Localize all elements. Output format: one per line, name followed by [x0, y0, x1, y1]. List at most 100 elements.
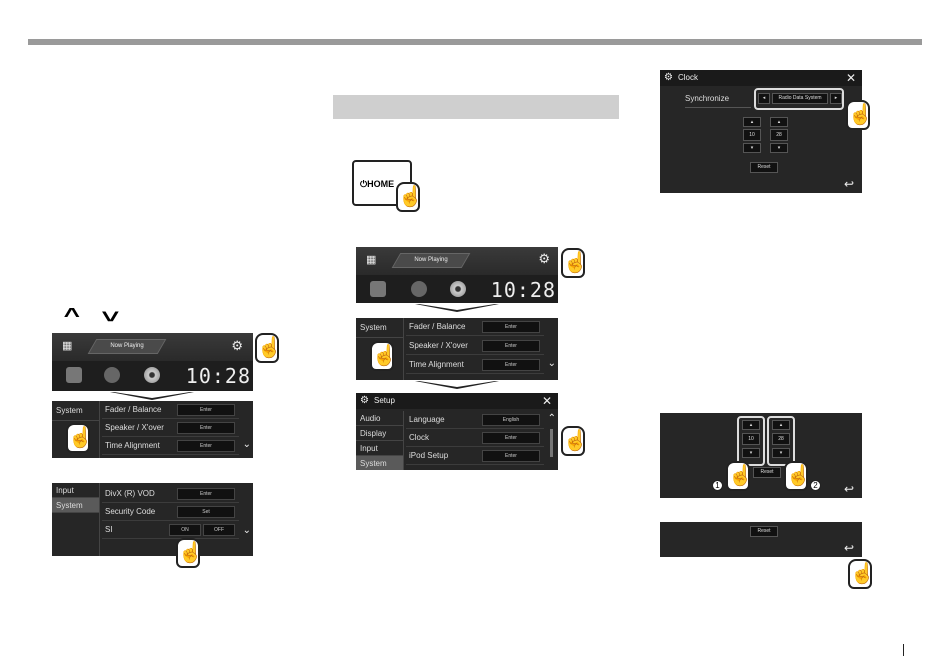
- row-label: Time Alignment: [105, 441, 160, 450]
- side-item-system[interactable]: System: [356, 456, 403, 470]
- back-arrow-icon[interactable]: ↩: [843, 177, 854, 191]
- minute-down-button[interactable]: ▾: [772, 448, 790, 458]
- home-screen: ▦ Now Playing ⚙ 10:28: [356, 247, 558, 303]
- minute-value: 28: [772, 433, 790, 445]
- clock-title: Clock: [678, 73, 699, 82]
- hand-pointer-icon: ☝: [846, 100, 873, 130]
- apps-grid-icon[interactable]: ▦: [62, 340, 73, 352]
- hour-value: 10: [743, 129, 761, 141]
- enter-button[interactable]: Enter: [177, 422, 235, 434]
- minute-value: 28: [770, 129, 788, 141]
- chevron-up-icon[interactable]: ⌃: [547, 413, 556, 424]
- power-icon: ⏻: [360, 179, 368, 189]
- row-label: SI: [105, 525, 113, 534]
- chevron-down-icon[interactable]: ⌄: [242, 439, 251, 450]
- ipod-enter-button[interactable]: Enter: [482, 450, 540, 462]
- chevron-down-icon[interactable]: ⌄: [547, 358, 556, 369]
- language-button[interactable]: English: [482, 414, 540, 426]
- hand-pointer-icon: ☝: [561, 248, 588, 278]
- settings-gear-icon[interactable]: ⚙: [538, 251, 550, 266]
- enter-button[interactable]: Enter: [177, 404, 235, 416]
- enter-button[interactable]: Enter: [482, 340, 540, 352]
- set-button[interactable]: Set: [177, 506, 235, 518]
- row-label: Speaker / X'over: [105, 423, 164, 432]
- side-item-input[interactable]: Input: [52, 483, 99, 498]
- arrow-down-icon: [110, 392, 194, 400]
- clock-enter-button[interactable]: Enter: [482, 432, 540, 444]
- hour-down-button[interactable]: ▾: [743, 143, 761, 153]
- hour-up-button[interactable]: ▴: [743, 117, 761, 127]
- clock-return-screen: Reset ↩: [660, 522, 862, 557]
- spotify-icon[interactable]: [411, 281, 427, 297]
- hand-pointer-icon: ☝: [255, 333, 282, 363]
- reset-button[interactable]: Reset: [750, 162, 778, 173]
- enter-button[interactable]: Enter: [177, 440, 235, 452]
- home-label: HOME: [367, 179, 395, 189]
- row-label: Fader / Balance: [409, 322, 466, 331]
- down-arrow-icon: ^: [101, 301, 120, 326]
- prev-option-button[interactable]: ◂: [758, 93, 770, 104]
- minute-down-button[interactable]: ▾: [770, 143, 788, 153]
- disc-icon[interactable]: [144, 367, 160, 383]
- minute-up-button[interactable]: ▴: [770, 117, 788, 127]
- hand-pointer-icon: ☝: [66, 423, 93, 453]
- hour-value: 10: [742, 433, 760, 445]
- enter-button[interactable]: Enter: [177, 488, 235, 500]
- gear-icon: ⚙: [360, 395, 369, 406]
- on-button[interactable]: ON: [169, 524, 201, 536]
- side-item-audio[interactable]: Audio: [356, 411, 403, 426]
- row-label: Time Alignment: [409, 360, 464, 369]
- header-rule: [28, 39, 922, 45]
- reset-button[interactable]: Reset: [750, 526, 778, 537]
- row-label: Speaker / X'over: [409, 341, 468, 350]
- highlight-frame: [767, 416, 795, 466]
- side-item-display[interactable]: Display: [356, 426, 403, 441]
- apps-grid-icon[interactable]: ▦: [366, 254, 377, 266]
- hand-pointer-icon: ☝: [176, 538, 203, 568]
- hour-down-button[interactable]: ▾: [742, 448, 760, 458]
- back-arrow-icon[interactable]: ↩: [843, 541, 854, 555]
- row-label: DivX (R) VOD: [105, 489, 155, 498]
- scrollbar[interactable]: [550, 429, 553, 457]
- enter-button[interactable]: Enter: [482, 359, 540, 371]
- setup-screen: ⚙Setup ✕ Audio Display Input System Lang…: [356, 393, 558, 470]
- off-button[interactable]: OFF: [203, 524, 235, 536]
- now-playing-tab[interactable]: Now Playing: [391, 253, 471, 268]
- arrow-down-icon: [415, 381, 499, 389]
- clock-screen: ⚙Clock ✕ Synchronize ◂ Radio Data System…: [660, 70, 862, 193]
- row-label: Clock: [409, 433, 430, 442]
- chevron-down-icon[interactable]: ⌄: [242, 525, 251, 536]
- highlight-frame: [737, 416, 765, 466]
- reset-button[interactable]: Reset: [753, 467, 781, 478]
- page-marker: [903, 644, 904, 656]
- android-icon[interactable]: [370, 281, 386, 297]
- spotify-icon[interactable]: [104, 367, 120, 383]
- now-playing-tab[interactable]: Now Playing: [87, 339, 167, 354]
- side-item-input[interactable]: Input: [356, 441, 403, 456]
- row-label: Security Code: [105, 507, 156, 516]
- close-icon[interactable]: ✕: [845, 71, 856, 85]
- arrow-down-icon: [415, 304, 499, 312]
- side-item-system[interactable]: System: [52, 401, 99, 421]
- back-arrow-icon[interactable]: ↩: [843, 482, 854, 496]
- row-label: iPod Setup: [409, 451, 449, 460]
- settings-gear-icon[interactable]: ⚙: [231, 338, 243, 353]
- side-item-system[interactable]: System: [52, 498, 99, 513]
- minute-up-button[interactable]: ▴: [772, 420, 790, 430]
- disc-icon[interactable]: [450, 281, 466, 297]
- sync-value: Radio Data System: [772, 93, 828, 104]
- enter-button[interactable]: Enter: [482, 321, 540, 333]
- section-heading-bar: [333, 95, 619, 119]
- next-option-button[interactable]: ▸: [830, 93, 842, 104]
- clock-display: 10:28: [185, 364, 251, 388]
- callout-2: 2: [810, 480, 821, 491]
- side-item-system[interactable]: System: [356, 318, 403, 338]
- android-icon[interactable]: [66, 367, 82, 383]
- close-icon[interactable]: ✕: [541, 394, 552, 408]
- hour-up-button[interactable]: ▴: [742, 420, 760, 430]
- setup-title: Setup: [374, 396, 395, 405]
- hand-pointer-icon: ☝: [848, 559, 875, 589]
- clock-adjust-screen: ▴ 10 ▾ ▴ 28 ▾ Reset ↩: [660, 413, 862, 498]
